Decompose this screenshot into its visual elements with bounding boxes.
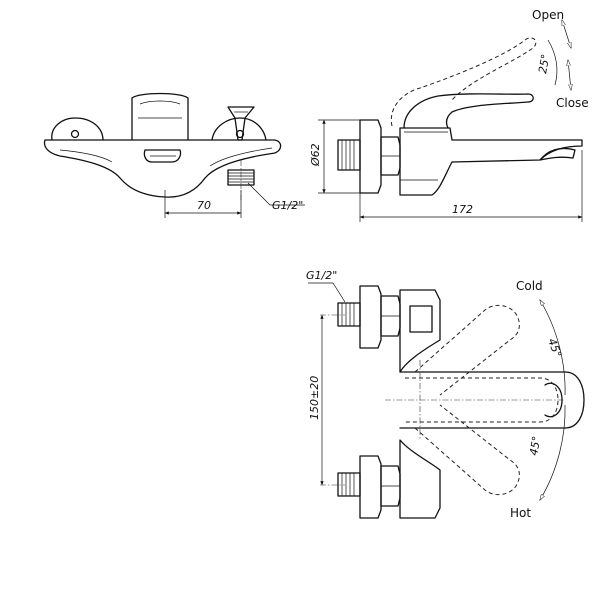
top-thread-label: G1/2"	[306, 269, 337, 282]
front-thread-label: G1/2"	[272, 199, 303, 212]
front-spacing-dimension: 70	[197, 199, 211, 212]
cold-label: Cold	[516, 279, 543, 293]
open-label: Open	[532, 8, 564, 22]
side-view: Open Close 25° Ø62 172	[309, 8, 589, 222]
diameter-dimension: Ø62	[309, 143, 322, 167]
cold-angle-dimension: 45°	[545, 337, 564, 360]
inlet-spacing-dimension: 150±20	[308, 376, 321, 420]
top-view: Cold Hot 45° 45° G1/2" 150±20	[306, 269, 585, 520]
lever-angle-dimension: 25°	[536, 53, 552, 74]
hot-angle-dimension: 45°	[527, 435, 543, 456]
hot-label: Hot	[510, 506, 531, 520]
length-dimension: 172	[452, 203, 473, 216]
close-label: Close	[556, 96, 589, 110]
front-view: 70 G1/2"	[43, 92, 305, 218]
